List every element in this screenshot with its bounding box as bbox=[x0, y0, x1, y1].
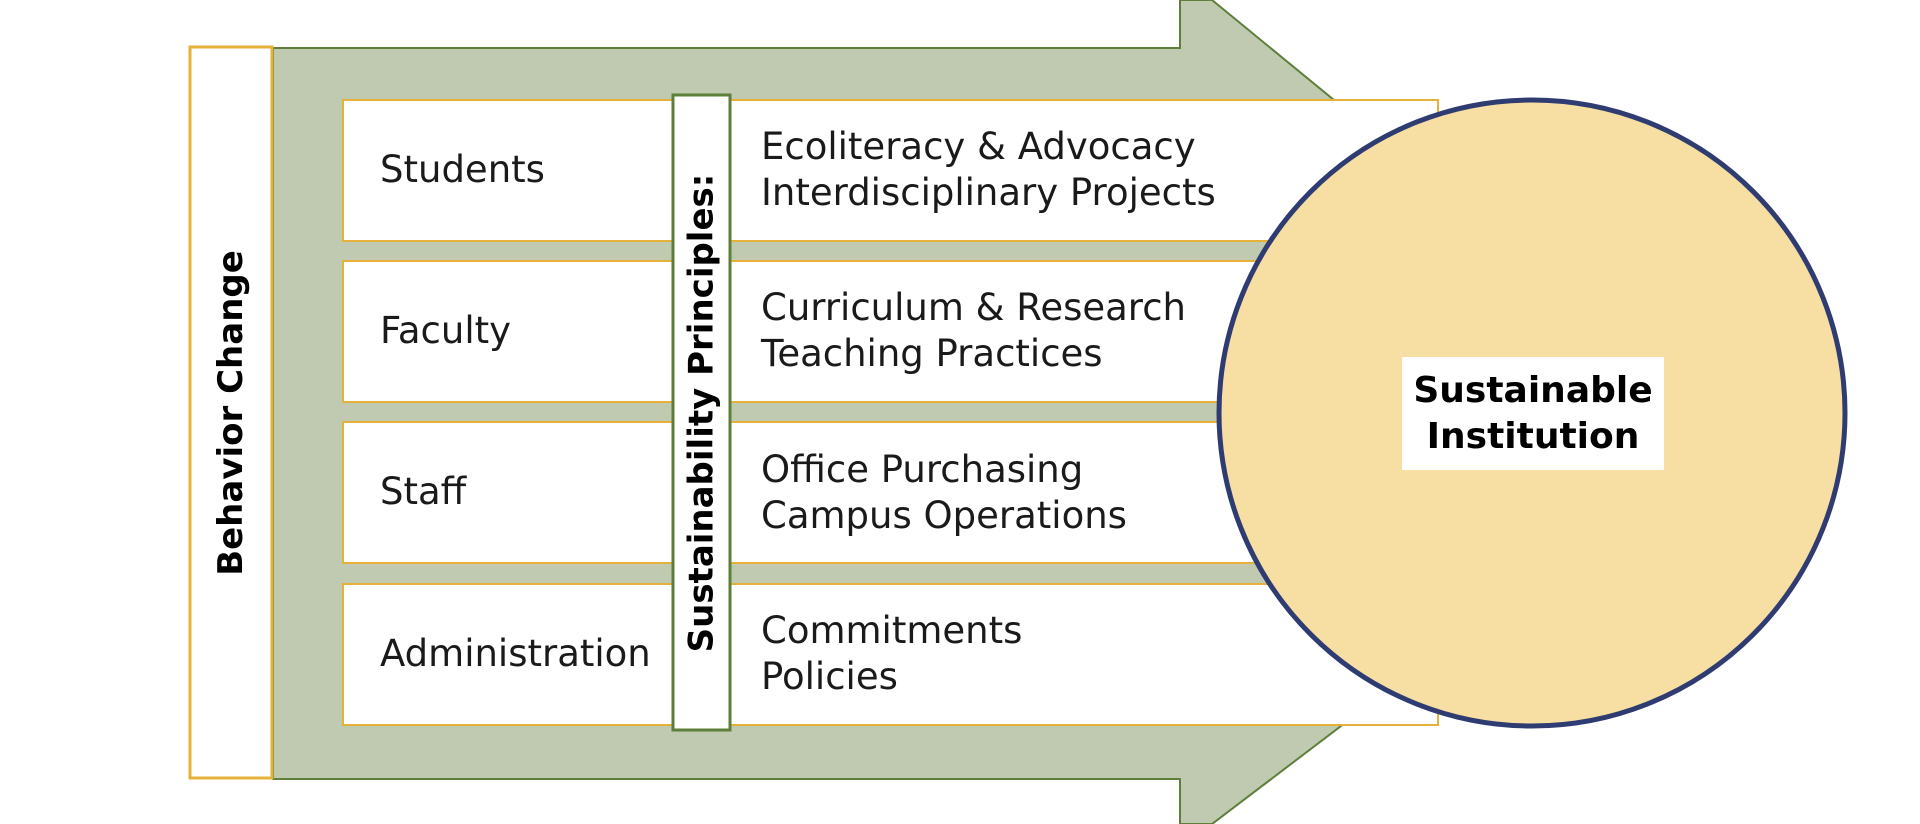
detail-line: Office Purchasing bbox=[761, 448, 1084, 491]
row-details-students: Ecoliteracy & Advocacy Interdisciplinary… bbox=[761, 124, 1216, 216]
detail-line: Policies bbox=[761, 655, 898, 698]
principles-box bbox=[671, 93, 732, 732]
row-label-administration: Administration bbox=[380, 632, 651, 675]
detail-line: Interdisciplinary Projects bbox=[761, 171, 1216, 214]
outcome-line-2: Institution bbox=[1426, 415, 1640, 457]
row-details-administration: Commitments Policies bbox=[761, 608, 1022, 700]
behavior-change-box bbox=[188, 45, 274, 780]
row-label-faculty: Faculty bbox=[380, 309, 512, 352]
row-label-staff: Staff bbox=[380, 470, 467, 513]
outcome-label-box: Sustainable Institution bbox=[1402, 357, 1664, 470]
detail-line: Campus Operations bbox=[761, 494, 1127, 537]
detail-line: Curriculum & Research bbox=[761, 286, 1186, 329]
row-details-faculty: Curriculum & Research Teaching Practices bbox=[761, 285, 1186, 377]
detail-line: Ecoliteracy & Advocacy bbox=[761, 125, 1196, 168]
detail-line: Commitments bbox=[761, 609, 1023, 652]
row-details-staff: Office Purchasing Campus Operations bbox=[761, 447, 1127, 539]
row-box-administration bbox=[342, 583, 1439, 726]
outcome-line-1: Sustainable bbox=[1413, 369, 1653, 411]
detail-line: Teaching Practices bbox=[761, 332, 1103, 375]
row-label-students: Students bbox=[380, 148, 545, 191]
row-box-students bbox=[342, 99, 1439, 242]
behavior-change-label: Behavior Change bbox=[211, 249, 252, 576]
sustainability-principles-label: Sustainability Principles: bbox=[681, 173, 722, 652]
